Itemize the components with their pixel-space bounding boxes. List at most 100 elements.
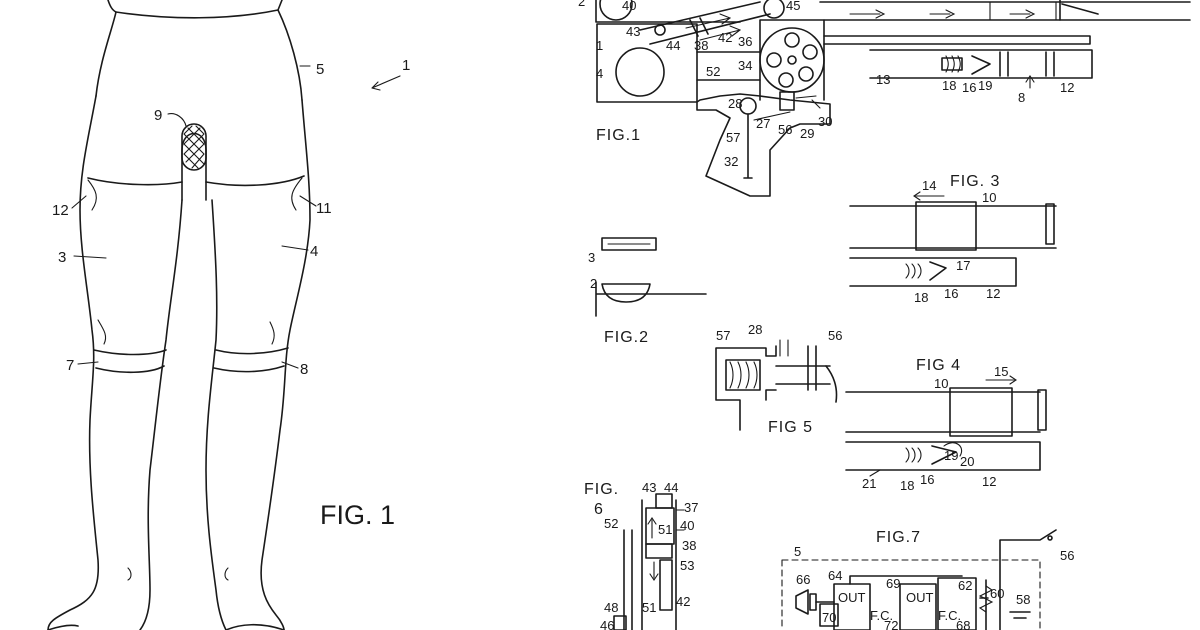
spring-16 xyxy=(941,57,963,71)
shorts-left-side xyxy=(95,11,117,97)
hem-fold-right xyxy=(291,177,303,211)
fig1-caption-left: FIG. 1 xyxy=(320,500,395,530)
fig7-chip-64 xyxy=(833,583,871,630)
fig6-body xyxy=(641,499,677,630)
fig2-caption: FIG.2 xyxy=(604,329,649,346)
fig4-ref-19: 19 xyxy=(944,448,958,463)
left-leg-outer xyxy=(47,95,100,630)
leader-8 xyxy=(281,361,299,369)
fig6-ticks xyxy=(675,509,685,531)
fig7-ref-68: 68 xyxy=(956,618,970,630)
fig7-switch-56 xyxy=(999,529,1057,630)
fig7-ref-69: 69 xyxy=(886,576,900,591)
angled-cylinder xyxy=(639,1,771,45)
fig4-caption: FIG 4 xyxy=(916,357,961,374)
flow-arrow-b xyxy=(699,25,742,41)
arrow-1 xyxy=(371,75,401,91)
fig4-endcap xyxy=(1037,389,1047,431)
fig6-ref-43: 43 xyxy=(642,480,656,495)
fig4-ref-20: 20 xyxy=(960,454,974,469)
m-ref-45: 45 xyxy=(786,0,800,13)
spring-coils xyxy=(945,55,961,73)
fig3-ref-10: 10 xyxy=(982,190,996,205)
leader-9 xyxy=(167,113,187,127)
ref-11: 11 xyxy=(316,200,332,217)
gear-45 xyxy=(763,0,785,19)
m-ref-12: 12 xyxy=(1060,80,1074,95)
fig3-ref-12: 12 xyxy=(986,286,1000,301)
trigger-30 xyxy=(795,95,821,109)
fig4-ref-21: 21 xyxy=(862,476,876,491)
fig6-ref-38: 38 xyxy=(682,538,696,553)
barrel-tip xyxy=(1059,0,1099,21)
rotor-hub xyxy=(787,55,797,65)
ref-12: 12 xyxy=(52,202,69,219)
shorts-hem-right xyxy=(205,175,305,187)
barrel-13 xyxy=(869,49,1093,79)
fig6-ref-53: 53 xyxy=(680,558,694,573)
switch-56 xyxy=(779,91,795,111)
knee-crease-right xyxy=(269,321,275,345)
knee-band-left-bottom xyxy=(95,365,165,374)
m-ref-13: 13 xyxy=(876,72,890,87)
fig6-ref-52: 52 xyxy=(604,516,618,531)
waistband-outline xyxy=(107,0,283,19)
ref-9: 9 xyxy=(154,107,162,124)
fig4-ref-10: 10 xyxy=(934,376,948,391)
m-ref-34: 34 xyxy=(738,58,752,73)
fig3-lower-barrel xyxy=(849,257,1017,287)
fig2-base xyxy=(595,281,707,317)
fig3-rails xyxy=(849,205,1057,249)
barrel-ribs xyxy=(989,1,1057,21)
fig5-ref-28: 28 xyxy=(748,322,762,337)
fig4-drawing xyxy=(845,375,1047,477)
fig7-ref-64: 64 xyxy=(828,568,842,583)
fig7-chip-fc-1: F.C. xyxy=(870,608,893,623)
fig6-ref-40: 40 xyxy=(680,518,694,533)
rotor-hole-2 xyxy=(802,44,818,60)
rotor-hole-3 xyxy=(798,66,814,82)
ref-4: 4 xyxy=(310,243,318,260)
m-ref-43: 43 xyxy=(626,24,640,39)
knee-band-right-top xyxy=(215,347,289,355)
leader-3 xyxy=(73,255,107,259)
ref-5: 5 xyxy=(316,61,324,78)
m-ref-56: 56 xyxy=(778,122,792,137)
m-ref-19: 19 xyxy=(978,78,992,93)
m-ref-1: 1 xyxy=(596,38,603,53)
fig6-ref-44: 44 xyxy=(664,480,678,495)
wheel-4 xyxy=(615,47,665,97)
fig6-ref-42: 42 xyxy=(676,594,690,609)
fig4-latch-19 xyxy=(931,445,957,465)
fig6-ref-46: 46 xyxy=(600,618,614,630)
fig7-resistor-60 xyxy=(978,585,994,613)
fig4-spring xyxy=(905,447,922,463)
mechanism-fig1 xyxy=(595,0,1191,197)
fig5-coil-housing xyxy=(725,359,761,391)
fig6-drawing xyxy=(613,493,685,630)
fig6-ref-48: 48 xyxy=(604,600,618,615)
flow-arrow-a xyxy=(685,13,732,29)
m-ref-30: 30 xyxy=(818,114,832,129)
fig3-ref-18: 18 xyxy=(914,290,928,305)
left-ankle xyxy=(127,567,132,581)
fig7-ref-5: 5 xyxy=(794,544,801,559)
arrow-8 xyxy=(1025,75,1035,89)
pivot-43 xyxy=(654,24,666,36)
leader-7 xyxy=(77,361,99,365)
fig4-rails xyxy=(845,391,1041,433)
fig7-chip-62 xyxy=(937,577,977,630)
housing-top xyxy=(595,0,741,23)
grip-handle xyxy=(696,93,831,197)
right-ankle xyxy=(224,567,229,581)
fig7-speaker-66 xyxy=(795,589,809,615)
fig3-spring xyxy=(905,263,922,279)
fig6-arrow-down xyxy=(649,561,659,581)
fig6-caption-2: 6 xyxy=(594,501,604,518)
fig6-caption-1: FIG. xyxy=(584,481,619,498)
barrel-middle xyxy=(823,35,1091,45)
left-leg-inner xyxy=(139,199,183,630)
m-ref-28: 28 xyxy=(728,96,742,111)
fig4-ref-16: 16 xyxy=(920,472,934,487)
